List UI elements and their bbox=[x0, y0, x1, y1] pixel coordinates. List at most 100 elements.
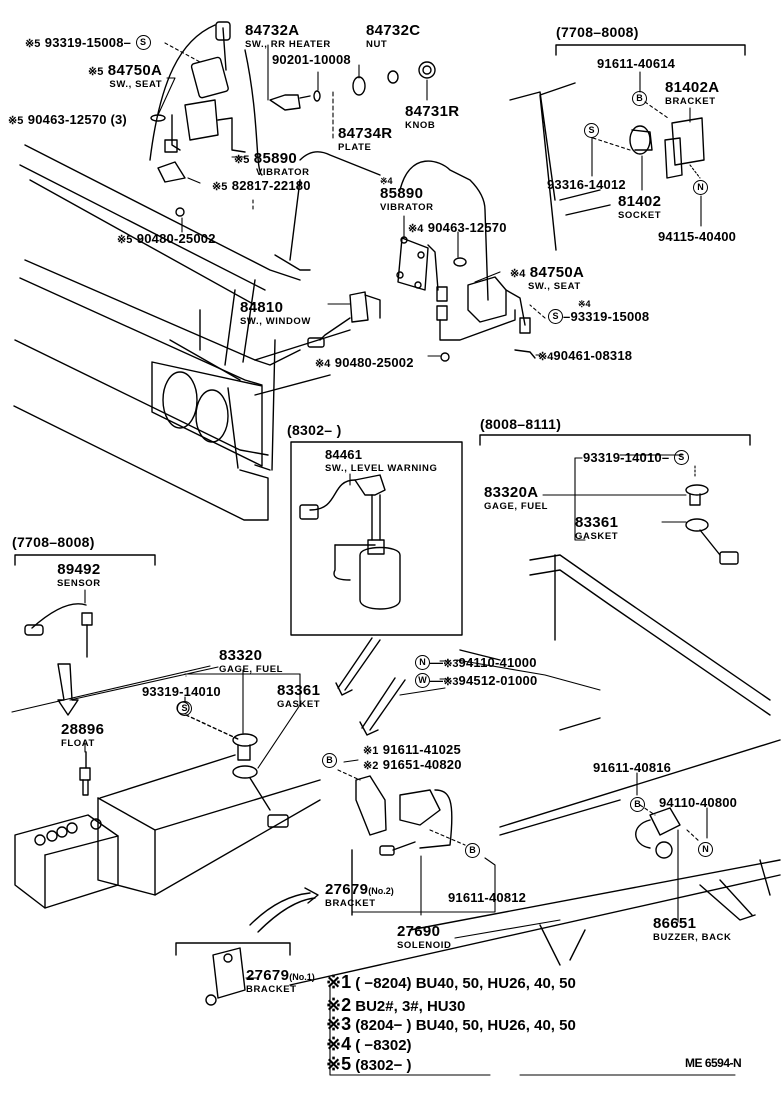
note-mark: ※1 bbox=[326, 972, 352, 992]
part-number: 94115-40400 bbox=[658, 229, 737, 244]
part-93319-14010-a: 93319-14010– S bbox=[583, 450, 689, 466]
part-90480-25002-b: ※4 90480-25002 bbox=[315, 355, 414, 371]
part-84810: 84810 SW., WINDOW bbox=[240, 300, 311, 327]
bolt-symbol-icon: B bbox=[465, 843, 480, 858]
part-85890-b: ※4 85890 VIBRATOR bbox=[380, 177, 434, 213]
cab-body-outline bbox=[13, 24, 611, 521]
part-description: BRACKET bbox=[325, 898, 376, 909]
part-number: 81402 bbox=[618, 193, 662, 210]
part-description: SW., SEAT bbox=[109, 79, 163, 90]
part-83361-b: 83361 GASKET bbox=[277, 683, 320, 710]
part-description: SENSOR bbox=[57, 578, 101, 589]
note-mark: ※5 bbox=[25, 38, 41, 50]
note-mark: ※4 bbox=[578, 299, 591, 309]
note-mark: ※3 bbox=[326, 1014, 352, 1034]
note-mark: ※2 bbox=[326, 995, 352, 1015]
part-description: PLATE bbox=[338, 142, 372, 153]
part-description: BRACKET bbox=[665, 96, 716, 107]
part-81402A: 81402A BRACKET bbox=[665, 80, 719, 107]
note-mark: ※4 bbox=[380, 176, 393, 186]
part-number: 89492 bbox=[57, 561, 101, 578]
part-number: 82817-22180 bbox=[231, 178, 311, 193]
part-91611-40816: 91611-40816 bbox=[593, 760, 671, 776]
part-number: 90461-08318 bbox=[553, 348, 633, 363]
part-number: 90463-12570 (3) bbox=[27, 112, 127, 127]
part-84461: 84461 SW., LEVEL WARNING bbox=[325, 447, 438, 474]
seat-switch-assembly-b bbox=[307, 236, 536, 362]
part-description: VIBRATOR bbox=[256, 167, 310, 178]
range-label-top-right: (7708–8008) bbox=[556, 24, 639, 40]
note-mark: ※4 bbox=[408, 223, 424, 235]
part-description: FLOAT bbox=[61, 738, 95, 749]
footnote-2: ※2 BU2#, 3#, HU30 bbox=[326, 996, 465, 1014]
part-28896: 28896 FLOAT bbox=[61, 722, 104, 749]
part-number: 90463-12570 bbox=[427, 220, 507, 235]
note-mark: ※4 bbox=[326, 1034, 352, 1054]
part-description: BRACKET bbox=[246, 984, 297, 995]
range-label-middle-right: (8008–8111) bbox=[480, 416, 562, 432]
part-number: 90480-25002 bbox=[136, 231, 216, 246]
part-number: 84461 bbox=[325, 447, 363, 462]
part-number: 91611-40614 bbox=[597, 56, 676, 71]
part-number: 91611-41025 bbox=[382, 742, 461, 757]
part-number: 84731R bbox=[405, 103, 460, 120]
part-number: 83320 bbox=[219, 647, 263, 664]
note-mark: ※5 bbox=[88, 66, 104, 78]
part-number: 83320A bbox=[484, 484, 539, 501]
bolt-symbol-icon: B bbox=[630, 797, 645, 812]
leader-lines bbox=[11, 42, 736, 1076]
level-warning-box bbox=[290, 441, 463, 636]
diagram-code: ME 6594-N bbox=[685, 1056, 742, 1070]
footnote-1: ※1 ( −8204) BU40, 50, HU26, 40, 50 bbox=[326, 973, 576, 991]
part-description: SW., WINDOW bbox=[240, 316, 311, 327]
part-number: 94110-40800 bbox=[659, 795, 738, 810]
part-number: 91611-40816 bbox=[593, 760, 672, 775]
part-number: 86651 bbox=[653, 915, 697, 932]
note-text: ( −8302) bbox=[355, 1037, 412, 1054]
note-mark: ※5 bbox=[234, 154, 250, 166]
frame-rails bbox=[289, 554, 781, 986]
part-83361-a: 83361 GASKET bbox=[575, 515, 618, 542]
note-text: (8302− ) bbox=[355, 1057, 412, 1074]
part-94512-01000: W—※394512-01000 bbox=[415, 673, 537, 689]
part-91611-40812: 91611-40812 bbox=[448, 890, 526, 906]
part-number: 93319-14010 bbox=[142, 684, 221, 699]
part-number: 84732C bbox=[366, 22, 421, 39]
reference-arrows bbox=[249, 637, 406, 933]
footnote-4: ※4 ( −8302) bbox=[326, 1035, 412, 1053]
part-91611-41025: ※1 91611-41025 bbox=[363, 742, 461, 758]
part-91651-40820: ※2 91651-40820 bbox=[363, 757, 462, 773]
note-mark: ※5 bbox=[117, 234, 133, 246]
part-description: SOLENOID bbox=[397, 940, 452, 951]
part-description: SW., RR HEATER bbox=[245, 39, 331, 50]
part-number: 84810 bbox=[240, 299, 284, 316]
part-89492: 89492 SENSOR bbox=[57, 562, 101, 589]
part-description: BUZZER, BACK bbox=[653, 932, 732, 943]
part-number: 85890 bbox=[380, 185, 424, 202]
washer-symbol-icon: W bbox=[415, 673, 430, 689]
part-91611-40614: 91611-40614 bbox=[597, 56, 675, 72]
part-number: 93319-15008 bbox=[44, 35, 124, 50]
part-number: 27690 bbox=[397, 923, 441, 940]
part-90461-08318: ※490461-08318 bbox=[538, 348, 632, 364]
range-brackets bbox=[14, 44, 751, 956]
part-description: SW., SEAT bbox=[528, 281, 581, 292]
part-suffix: (No.1) bbox=[289, 972, 315, 982]
part-number: 91611-40812 bbox=[448, 890, 527, 905]
part-93319-14010-b: 93319-14010 bbox=[142, 684, 221, 700]
bolt-symbol-icon: B bbox=[322, 753, 337, 768]
nut-symbol-icon: N bbox=[415, 655, 430, 671]
battery-and-tank bbox=[14, 701, 321, 909]
part-description: SW., LEVEL WARNING bbox=[325, 463, 438, 474]
bolt-symbol-icon: B bbox=[632, 91, 647, 106]
part-86651: 86651 BUZZER, BACK bbox=[653, 916, 731, 943]
part-84732C: 84732C NUT bbox=[366, 23, 420, 50]
part-number: 91651-40820 bbox=[382, 757, 462, 772]
part-93319-15008-b: ※4 S–93319-15008 bbox=[548, 300, 649, 325]
part-number: 85890 bbox=[253, 150, 298, 167]
part-81402: 81402 SOCKET bbox=[618, 194, 661, 221]
part-82817-22180: ※5 82817-22180 bbox=[212, 178, 311, 194]
screw-symbol-icon: S bbox=[548, 309, 563, 325]
solenoid-buzzer bbox=[205, 775, 681, 1006]
